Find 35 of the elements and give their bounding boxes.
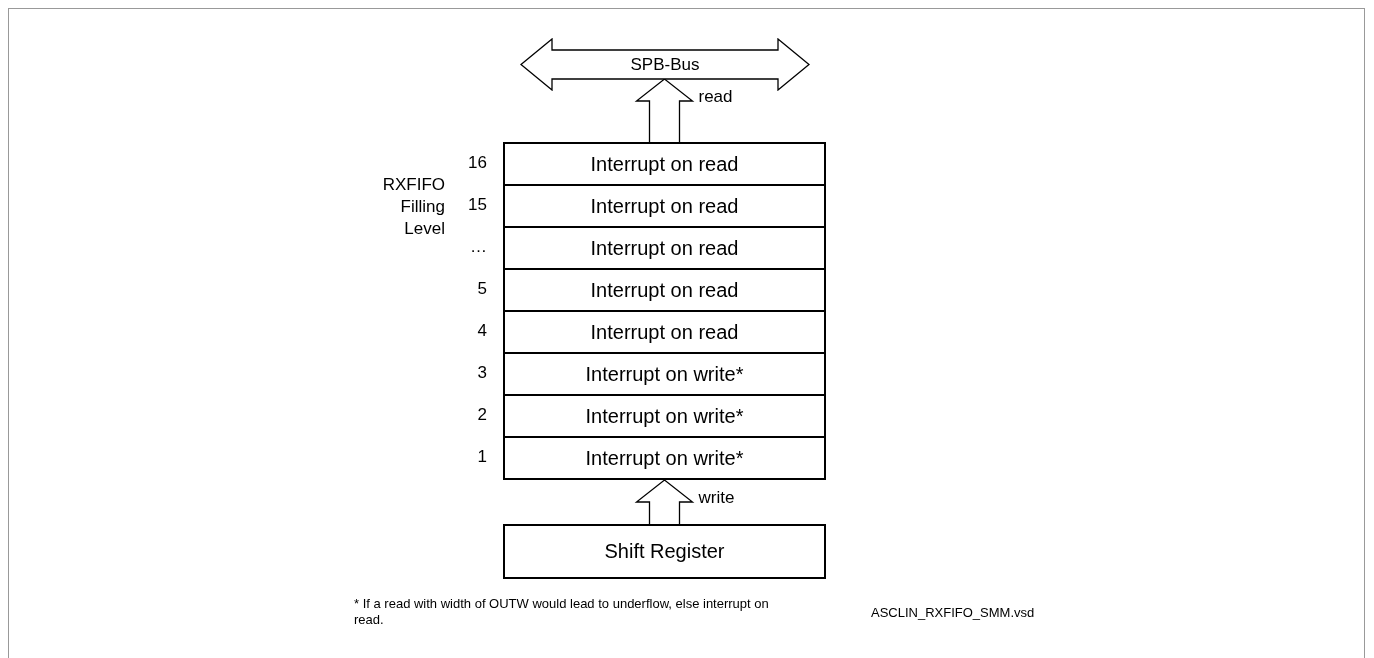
- file-name: ASCLIN_RXFIFO_SMM.vsd: [871, 605, 1036, 621]
- level-number: 2: [476, 405, 487, 425]
- level-number: 5: [476, 279, 487, 299]
- slot-label: Interrupt on read: [590, 278, 739, 302]
- block-arrow: [634, 479, 695, 525]
- fifo-slot-box: [503, 142, 826, 186]
- register-box: [503, 524, 826, 579]
- axis-title: RXFIFO Filling Level: [381, 174, 445, 240]
- slot-label: Interrupt on read: [590, 320, 739, 344]
- slot-label: Interrupt on write*: [585, 446, 744, 470]
- edge-label: read: [698, 87, 733, 107]
- level-number: 1: [476, 447, 487, 467]
- fifo-slot-box: [503, 436, 826, 480]
- fifo-slot-box: [503, 394, 826, 438]
- level-number: …: [469, 237, 487, 257]
- fifo-slot-box: [503, 352, 826, 396]
- block-arrow: [634, 78, 695, 143]
- fifo-slot-box: [503, 310, 826, 354]
- slot-label: Interrupt on write*: [585, 404, 744, 428]
- level-number: 15: [467, 195, 487, 215]
- bus-label: SPB-Bus: [630, 54, 700, 75]
- double-arrow-bus: [520, 38, 810, 91]
- edge-label: write: [698, 488, 735, 508]
- fifo-slot-box: [503, 184, 826, 228]
- level-number: 3: [476, 363, 487, 383]
- level-number: 16: [467, 153, 487, 173]
- fifo-slot-box: [503, 226, 826, 270]
- fifo-slot-box: [503, 268, 826, 312]
- level-number: 4: [476, 321, 487, 341]
- slot-label: Interrupt on write*: [585, 362, 744, 386]
- slot-label: Interrupt on read: [590, 236, 739, 260]
- slot-label: Interrupt on read: [590, 194, 739, 218]
- footnote: * If a read with width of OUTW would lead to underflow, else interrupt on read.: [354, 596, 770, 628]
- slot-label: Interrupt on read: [590, 152, 739, 176]
- slot-label: Shift Register: [604, 540, 725, 563]
